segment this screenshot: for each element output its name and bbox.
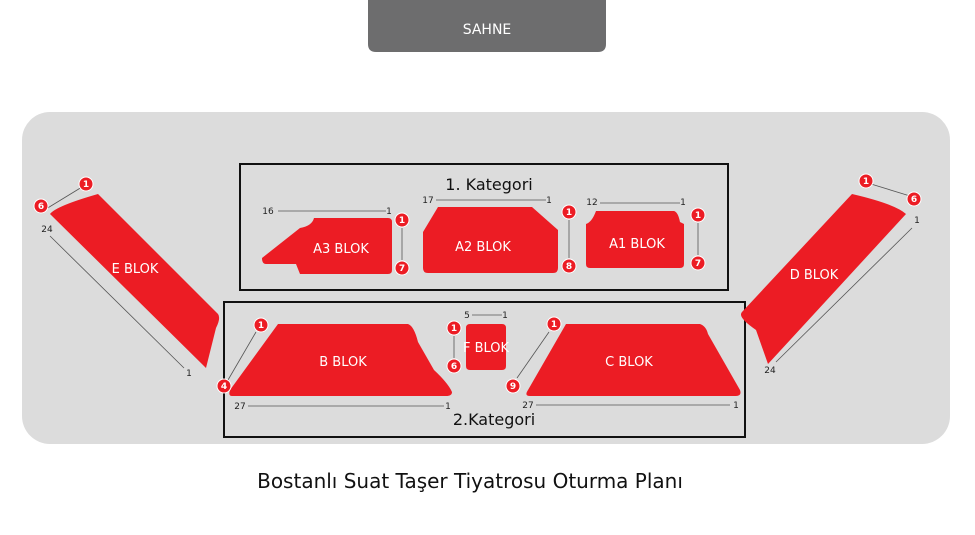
block-a2-seat-last: 1	[546, 196, 552, 206]
category-1-frame	[239, 163, 729, 291]
block-c[interactable]	[526, 324, 741, 396]
block-a1-row-last: 7	[695, 259, 701, 269]
block-d[interactable]	[740, 194, 906, 364]
block-c-row-last-badge	[505, 378, 521, 394]
block-a3-row-last: 7	[399, 264, 405, 274]
block-a1-seat-first: 12	[586, 198, 597, 208]
block-a2-row-last-badge	[561, 258, 577, 274]
block-e-label: E BLOK	[112, 262, 159, 277]
block-b-row-last: 4	[221, 382, 227, 392]
stage-label: SAHNE	[463, 22, 512, 38]
block-a1-seat-last: 1	[680, 198, 686, 208]
block-b-row-first-badge	[253, 317, 269, 333]
block-b-seat-first: 27	[234, 402, 245, 412]
block-a2-row-first: 1	[566, 208, 572, 218]
block-a1-row-first-badge	[690, 207, 706, 223]
guide-line	[45, 186, 83, 210]
block-a1-row-first: 1	[695, 211, 701, 221]
block-a3-row-first: 1	[399, 216, 405, 226]
block-c-row-last: 9	[510, 382, 516, 392]
block-a2-row-last: 8	[566, 262, 572, 272]
category-1-label: 1. Kategori	[445, 175, 532, 194]
guide-line	[49, 235, 185, 369]
block-b-seat-last: 1	[445, 402, 451, 412]
stage	[368, 0, 606, 52]
block-a3-row-last-badge	[394, 260, 410, 276]
block-d-seat-first: 1	[914, 216, 920, 226]
block-d-row-first: 1	[863, 177, 869, 187]
block-a3[interactable]	[262, 218, 392, 274]
block-f-row-first: 1	[451, 324, 457, 334]
block-e[interactable]	[50, 194, 220, 368]
category-2-frame	[223, 301, 746, 438]
block-a1-row-last-badge	[690, 255, 706, 271]
block-d-row-last: 6	[911, 195, 917, 205]
block-d-row-last-badge	[906, 191, 922, 207]
block-a1-label: A1 BLOK	[609, 237, 665, 252]
block-f-row-last: 6	[451, 362, 457, 372]
block-b[interactable]	[229, 324, 452, 396]
block-a2-row-first-badge	[561, 204, 577, 220]
block-c-seat-last: 1	[733, 401, 739, 411]
block-d-seat-last: 24	[764, 366, 776, 376]
block-e-row-last: 6	[38, 202, 44, 212]
guide-line	[870, 183, 911, 197]
block-a2-label: A2 BLOK	[455, 240, 511, 255]
guide-line	[227, 331, 257, 381]
block-e-seat-first: 24	[41, 225, 53, 235]
guide-line	[775, 227, 913, 363]
block-f-row-first-badge	[446, 320, 462, 336]
block-f-seat-first: 5	[464, 311, 470, 321]
block-f-row-last-badge	[446, 358, 462, 374]
block-a1[interactable]	[586, 211, 684, 268]
block-c-seat-first: 27	[522, 401, 533, 411]
block-a2[interactable]	[423, 207, 558, 273]
category-2-label: 2.Kategori	[453, 410, 535, 429]
block-f-label: F BLOK	[463, 341, 510, 356]
block-a3-row-first-badge	[394, 212, 410, 228]
block-c-label: C BLOK	[605, 355, 653, 370]
block-f-seat-last: 1	[502, 311, 508, 321]
block-c-row-first: 1	[551, 320, 557, 330]
block-d-label: D BLOK	[790, 268, 839, 283]
block-b-label: B BLOK	[319, 355, 367, 370]
block-b-row-last-badge	[216, 378, 232, 394]
block-c-row-first-badge	[546, 316, 562, 332]
block-e-seat-last: 1	[186, 369, 192, 379]
guide-line	[516, 331, 550, 379]
plan-title: Bostanlı Suat Taşer Tiyatrosu Oturma Pla…	[257, 469, 683, 493]
block-a2-seat-first: 17	[422, 196, 433, 206]
block-a3-label: A3 BLOK	[313, 242, 369, 257]
block-e-row-first: 1	[83, 180, 89, 190]
block-a3-seat-last: 1	[386, 207, 392, 217]
block-f[interactable]	[466, 324, 506, 370]
block-d-row-first-badge	[858, 173, 874, 189]
block-b-row-first: 1	[258, 321, 264, 331]
block-e-row-first-badge	[78, 176, 94, 192]
block-a3-seat-first: 16	[262, 207, 274, 217]
block-e-row-last-badge	[33, 198, 49, 214]
